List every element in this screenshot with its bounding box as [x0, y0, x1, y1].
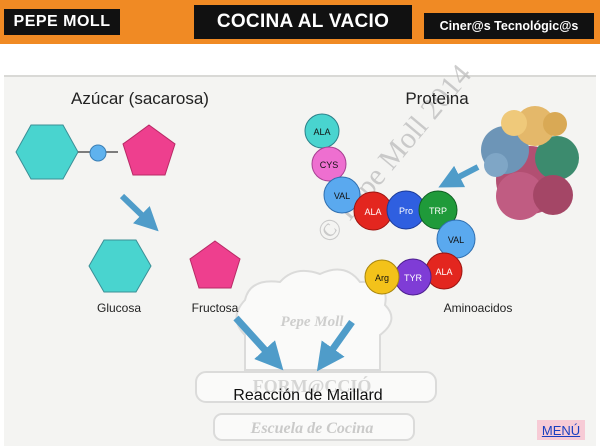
protein-title: Proteina	[405, 89, 469, 108]
school-logo: Pepe Moll FORM@CCIÓ Escuela de Cocina	[195, 268, 437, 441]
sucrose-hexagon	[15, 124, 79, 180]
amino-trp: TRP	[418, 190, 458, 230]
amino-val-2: VAL	[436, 219, 476, 259]
amino-tyr: TYR	[394, 258, 432, 296]
logo-top-text: Pepe Moll	[281, 314, 345, 330]
amino-ala-1-label: ALA	[313, 127, 330, 137]
sugar-to-reaction-arrow	[233, 315, 284, 371]
amino-arg: Arg	[364, 259, 400, 295]
amino-ala-3-label: ALA	[435, 267, 452, 277]
amino-val-1: VAL	[323, 176, 361, 214]
amino-acid-chain: ALA CYS VAL ALA Pro TRP VAL ALA	[304, 113, 476, 296]
fructose-pentagon	[189, 240, 241, 289]
amino-arg-label: Arg	[375, 273, 389, 283]
amino-val-2-label: VAL	[448, 235, 464, 245]
glucose-label: Glucosa	[97, 301, 141, 315]
amino-cys: CYS	[311, 146, 347, 182]
logo-bottom-text: Escuela de Cocina	[250, 420, 374, 437]
sugar-title: Azúcar (sacarosa)	[71, 89, 209, 108]
amino-pro-label: Pro	[399, 206, 413, 216]
amino-pro: Pro	[386, 190, 426, 230]
amino-tyr-label: TYR	[404, 273, 423, 283]
logo-mid-text: FORM@CCIÓ	[253, 375, 372, 396]
amino-ala-2: ALA	[353, 191, 393, 231]
protein-3d-model	[481, 106, 579, 220]
menu-button[interactable]: MENÚ	[537, 420, 585, 440]
amino-ala-1: ALA	[304, 113, 340, 149]
split-arrow	[119, 193, 159, 232]
amino-ala-2-label: ALA	[364, 207, 381, 217]
amino-val-1-label: VAL	[334, 191, 350, 201]
amino-acids-label: Aminoacidos	[444, 301, 513, 315]
amino-cys-label: CYS	[320, 160, 339, 170]
author-badge: PEPE MOLL	[4, 9, 120, 35]
protein-to-reaction-arrow	[316, 319, 355, 372]
protein-arrow	[438, 164, 480, 188]
fructose-label: Fructosa	[192, 301, 239, 315]
amino-trp-label: TRP	[429, 206, 447, 216]
community-badge: Ciner@s Tecnológic@s	[424, 13, 594, 39]
page-title: COCINA AL VACIO	[194, 5, 412, 39]
glucose-hexagon	[88, 239, 152, 293]
amino-ala-3: ALA	[425, 252, 463, 290]
maillard-reaction-label: Reacción de Maillard	[233, 387, 382, 404]
sucrose-pentagon	[122, 124, 176, 176]
oxygen-link	[89, 144, 107, 162]
